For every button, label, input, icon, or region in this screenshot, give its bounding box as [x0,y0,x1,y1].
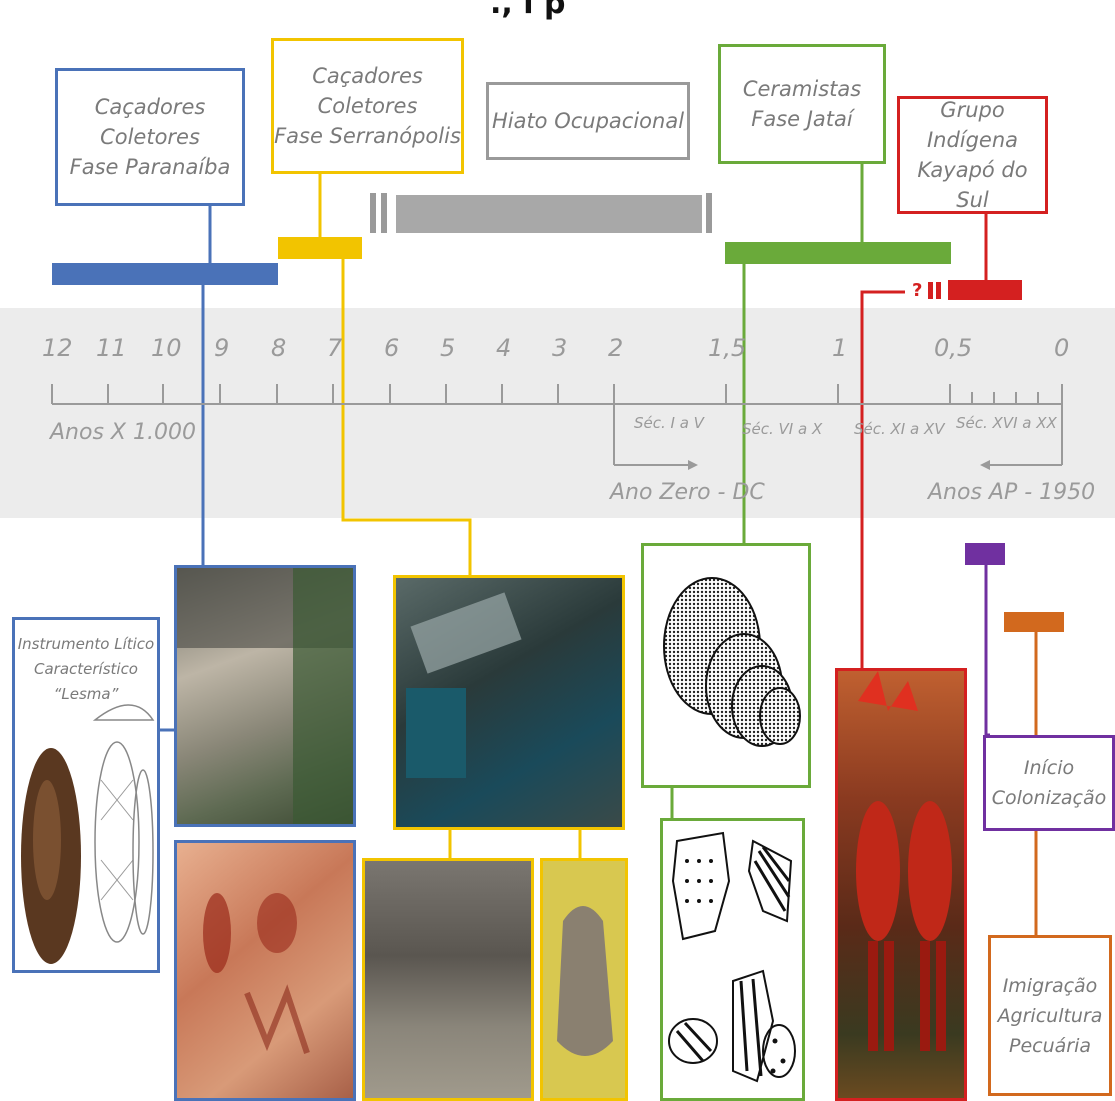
tick-label: 5 [440,334,455,362]
tick-label: 12 [42,334,73,362]
kayapo-question-mark: ? [912,280,922,301]
shelter-trees-shape [293,568,353,824]
pottery-vessels [644,546,808,785]
phase-kayapo-line1: Grupo Indígena [900,95,1045,155]
century-label: Séc. I a V [634,414,704,432]
tick-label: 1 [832,334,847,362]
inicio-line1: Início [1024,753,1074,783]
imigracao-line1: Imigração [1003,971,1098,1001]
tick-label: 3 [552,334,567,362]
lesma-stone-drawing [15,620,160,973]
phase-paranaiba-line1: Caçadores Coletores [58,92,242,152]
phase-box-kayapo: Grupo Indígena Kayapó do Sul [897,96,1048,214]
phase-box-paranaiba: Caçadores Coletores Fase Paranaíba [55,68,245,206]
tick-label: 6 [384,334,399,362]
excavation-light-shape [410,592,521,673]
instrumento-panel: Instrumento Lítico Característico “Lesma… [12,617,160,973]
phase-jatai-line2: Fase Jataí [751,104,852,134]
rock-art-figures [177,843,353,1098]
bar-kayapo [948,280,1022,300]
inicio-colonizacao-box: Início Colonização [983,735,1115,831]
phase-box-jatai: Ceramistas Fase Jataí [718,44,886,164]
tick-label: 8 [271,334,286,362]
phase-serranopolis-line1: Caçadores Coletores [274,61,461,121]
kayapo-mark-1 [928,282,933,299]
bar-colonizacao [965,543,1005,565]
rock-art-photo [174,840,356,1101]
tick-label: 2 [608,334,623,362]
century-label: Séc. VI a X [742,420,822,438]
kayapo-dancers-photo [835,668,967,1101]
phase-paranaiba-line2: Fase Paranaíba [70,152,231,182]
pottery-drawing [641,543,811,788]
cave-photo [362,858,534,1101]
connector-colonizacao [986,565,990,735]
tick-label: 11 [96,334,127,362]
tick-label: 4 [496,334,511,362]
imigracao-line2: Agricultura [998,1001,1103,1031]
phase-jatai-line1: Ceramistas [743,74,861,104]
ano-zero-arrowhead [688,460,698,470]
anos-ap-arrowhead [980,460,990,470]
tick-label: 9 [214,334,229,362]
rock-shelter-photo [174,565,356,827]
connector-kayapo-down [862,292,905,670]
anos-ap-label: Anos AP - 1950 [928,480,1095,505]
excavation-photo [393,575,625,830]
phase-hiato-line1: Hiato Ocupacional [492,106,684,136]
imigracao-line3: Pecuária [1009,1031,1091,1061]
pottery-sherds-drawing [660,818,805,1101]
bar-jatai [725,242,951,264]
tick-label: 1,5 [708,334,746,362]
phase-serranopolis-line2: Fase Serranópolis [274,121,461,151]
dancer-figures [838,671,964,1098]
ano-zero-label: Ano Zero - DC [610,480,765,505]
phase-box-hiato: Hiato Ocupacional [486,82,690,160]
phase-kayapo-line2: Kayapó do Sul [900,155,1045,215]
tick-label: 0 [1054,334,1069,362]
kayapo-mark-2 [936,282,941,299]
tick-label: 7 [327,334,342,362]
excavation-teal-shape [406,688,466,778]
hiato-mark-3 [706,193,712,233]
hiato-mark-2 [381,193,387,233]
hiato-mark-1 [370,193,376,233]
bar-hiato [396,195,702,233]
bar-serranopolis [278,237,362,259]
connector-serranopolis-down [343,259,470,575]
bar-paranaiba [52,263,278,285]
tick-label: 0,5 [934,334,972,362]
century-label: Séc. XVI a XX [956,414,1057,432]
phase-box-serranopolis: Caçadores Coletores Fase Serranópolis [271,38,464,174]
imigracao-box: Imigração Agricultura Pecuária [988,935,1112,1096]
inicio-line2: Colonização [992,783,1106,813]
axis-unit-label: Anos X 1.000 [50,420,196,445]
tick-label: 10 [151,334,182,362]
century-label: Séc. XI a XV [854,420,945,438]
stone-tool-photo [540,858,628,1101]
stone-tool-shape [543,861,625,1098]
sherds [663,821,802,1098]
bar-imigracao [1004,612,1064,632]
